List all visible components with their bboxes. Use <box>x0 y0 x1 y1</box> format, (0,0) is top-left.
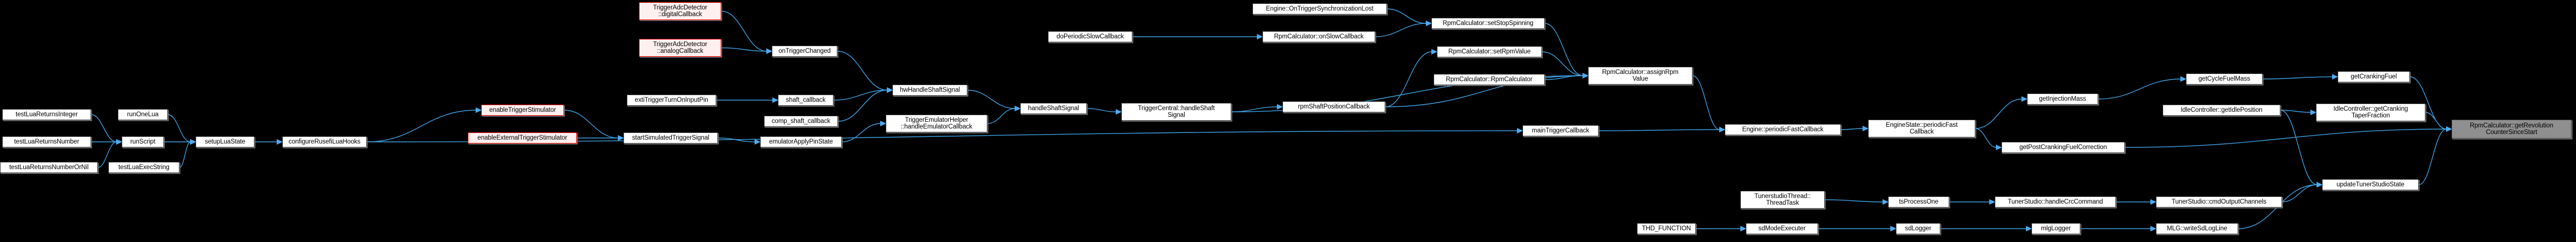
graph-node[interactable]: comp_shaft_callback <box>764 116 838 127</box>
graph-node[interactable]: sdModeExecuter <box>1746 223 1818 234</box>
graph-node[interactable]: TriggerCentral::handleShaft Signal <box>1121 103 1231 121</box>
graph-node[interactable]: getCrankingFuel <box>2338 71 2410 82</box>
graph-node[interactable]: getPostCrankingFuelCorrection <box>2001 142 2125 153</box>
graph-edge <box>1086 108 1117 112</box>
graph-node[interactable]: testLuaExecString <box>108 162 179 173</box>
graph-edge <box>1541 51 1584 76</box>
graph-node[interactable]: TriggerAdcDetector ::analogCallback <box>639 39 721 57</box>
graph-node[interactable]: Engine::OnTriggerSynchronizationLost <box>1252 3 1387 14</box>
graph-edge <box>1231 106 1278 112</box>
graph-node[interactable]: mainTriggerCallback <box>1522 125 1599 136</box>
graph-node[interactable]: TunerStudio::cmdOutputChannels <box>2156 196 2282 208</box>
graph-edge <box>2425 112 2447 130</box>
graph-edge <box>1386 8 1427 24</box>
graph-edge <box>987 108 1016 124</box>
graph-node[interactable]: testLuaReturnsInteger <box>2 109 91 120</box>
graph-edge <box>2418 129 2447 185</box>
graph-node[interactable]: IdleController::getCranking TaperFractio… <box>2316 103 2425 121</box>
graph-edge <box>167 114 191 142</box>
graph-edge <box>837 90 888 122</box>
graph-edge <box>91 114 117 142</box>
graph-edge <box>2262 76 2333 80</box>
graph-edge <box>2280 110 2312 113</box>
graph-edge <box>721 11 767 52</box>
graph-node[interactable]: rpmShaftPositionCallback <box>1282 101 1385 112</box>
graph-node[interactable]: MLG::writeSdLogLine <box>2156 223 2238 234</box>
graph-node[interactable]: RpmCalculator::onSlowCallback <box>1262 31 1375 42</box>
graph-edge <box>2098 78 2181 100</box>
graph-node[interactable]: THD_FUNCTION <box>1637 223 1696 234</box>
graph-node[interactable]: IdleController::getIdlePosition <box>2163 105 2280 116</box>
graph-edge <box>179 141 191 168</box>
graph-node[interactable]: testLuaReturnsNumberOrNil <box>0 162 98 173</box>
graph-node[interactable]: EngineState::periodicFast Callback <box>1868 120 1975 137</box>
graph-edge <box>1975 98 2023 129</box>
graph-node[interactable]: updateTunerStudioState <box>2322 179 2419 190</box>
graph-node[interactable]: RpmCalculator::assignRpm Value <box>1588 67 1693 85</box>
graph-edge <box>366 110 477 142</box>
graph-node[interactable]: RpmCalculator::RpmCalculator <box>1434 74 1545 85</box>
graph-node[interactable]: enableTriggerStimulator <box>481 105 564 116</box>
graph-edge <box>2280 110 2318 185</box>
graph-node[interactable]: tsProcessOne <box>1888 196 1949 208</box>
graph-edge <box>1840 128 1864 130</box>
graph-edge <box>1692 75 1720 130</box>
graph-node[interactable]: setupLuaState <box>196 136 254 147</box>
graph-node[interactable]: testLuaReturnsNumber <box>2 136 91 147</box>
graph-edge <box>1375 23 1427 37</box>
graph-node[interactable]: RpmCalculator::getRevolution CounterSinc… <box>2452 120 2572 139</box>
graph-edge <box>1598 129 1720 131</box>
graph-node[interactable]: TunerstudioThread:: ThreadTask <box>1740 191 1825 209</box>
graph-edge <box>841 123 881 142</box>
graph-node[interactable]: sdLogger <box>1896 223 1940 234</box>
graph-node[interactable]: TriggerAdcDetector ::digitalCallback <box>639 2 721 20</box>
graph-edge <box>833 90 888 101</box>
graph-node[interactable]: getCycleFuelMass <box>2186 73 2263 85</box>
graph-node[interactable]: shaft_callback <box>778 95 833 106</box>
graph-node[interactable]: Engine::periodicFastCallback <box>1725 124 1841 135</box>
graph-edge <box>1824 199 1884 203</box>
graph-node[interactable]: extiTriggerTurnOnInputPin <box>627 95 716 106</box>
graph-edge <box>2282 184 2318 203</box>
graph-node[interactable]: configureRusefiLuaHooks <box>282 136 367 147</box>
graph-edge <box>1385 51 1432 107</box>
graph-edge <box>1975 128 1997 148</box>
graph-node[interactable]: doPeriodicSlowCallback <box>1048 31 1132 42</box>
graph-node[interactable]: emulatorApplyPinState <box>760 136 842 147</box>
graph-node[interactable]: enableExternalTriggerStimulator <box>468 132 577 144</box>
graph-node[interactable]: getInjectionMass <box>2027 93 2098 105</box>
graph-node[interactable]: RpmCalculator::setStopSpinning <box>1431 18 1545 29</box>
graph-edge <box>967 90 1016 109</box>
graph-node[interactable]: hwHandleShaftSignal <box>892 85 967 96</box>
graph-node[interactable]: TriggerEmulatorHelper ::handleEmulatorCa… <box>886 115 987 132</box>
graph-edge <box>2124 129 2447 148</box>
graph-node[interactable]: RpmCalculator::setRpmValue <box>1437 46 1542 57</box>
graph-edge <box>1544 23 1584 76</box>
graph-node[interactable]: runOneLua <box>118 109 168 120</box>
graph-edge <box>717 137 756 142</box>
graph-node[interactable]: TunerStudio::handleCrcCommand <box>1995 196 2116 208</box>
graph-node[interactable]: handleShaftSignal <box>1020 103 1087 114</box>
graph-edge <box>1544 75 1584 80</box>
graph-node[interactable]: onTriggerChanged <box>772 46 837 57</box>
graph-node[interactable]: mlgLogger <box>2031 223 2080 234</box>
graph-node[interactable]: runScript <box>122 136 164 147</box>
graph-edge <box>721 47 767 52</box>
graph-edge <box>837 51 888 91</box>
graph-node[interactable]: startSimulatedTriggerSignal <box>623 132 718 144</box>
